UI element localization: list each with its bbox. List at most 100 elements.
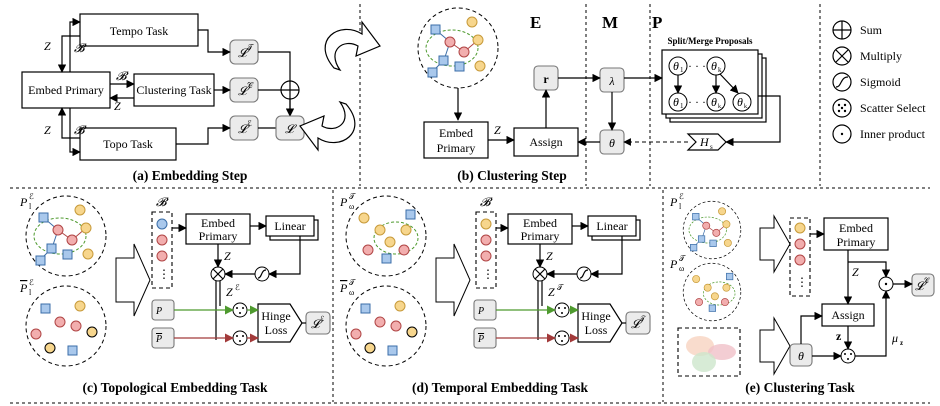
thetak2: θ — [737, 95, 743, 109]
header-e: E — [530, 13, 541, 32]
svg-text:⋮: ⋮ — [796, 275, 808, 289]
scatter-node-d-pos — [554, 302, 570, 318]
hs-sub: s — [710, 143, 713, 151]
arrow-c — [115, 243, 151, 317]
caption-c: (c) Topological Embedding Task — [83, 380, 268, 395]
p-neg-d-sup: 𝒯 — [349, 278, 357, 287]
p-w-e-sub: ω — [679, 264, 684, 273]
p-neg-box-d-label: P — [477, 334, 484, 345]
p-l-e-sup: ℰ — [679, 192, 684, 201]
loss-e-c-sup: ℰ — [320, 315, 324, 323]
thetak-top: θ — [711, 59, 717, 73]
p-neg-c-sub: l — [29, 288, 32, 297]
b-c: 𝓑 — [156, 195, 169, 209]
theta1-bot: θ — [673, 95, 679, 109]
caption-a: (a) Embedding Step — [133, 168, 248, 183]
p-neg-d: P — [339, 281, 348, 295]
embed-e-2: Primary — [837, 235, 876, 249]
hs-label: H — [699, 135, 710, 149]
z-e-c-sup: ℰ — [235, 283, 240, 292]
theta-e: θ — [798, 349, 804, 363]
caption-d: (d) Temporal Embedding Task — [412, 380, 588, 395]
p-l-e: P — [669, 195, 678, 209]
loss-t-d-sup: 𝒯 — [640, 315, 647, 323]
b-label-top: 𝓑 — [74, 41, 87, 55]
clustering-step: E M P Embed Primary Assign Z r λ θ Split… — [417, 7, 781, 183]
graph-cluster-icon — [417, 7, 499, 89]
p-l-e-sub: l — [679, 202, 682, 211]
clustering-task-box — [133, 73, 215, 107]
lambda-label: λ — [608, 74, 614, 88]
b-label-bot: 𝓑 — [74, 123, 87, 137]
linear-d: Linear — [596, 219, 627, 233]
linear-c: Linear — [274, 219, 305, 233]
p-w-e-sup: 𝒯 — [679, 254, 687, 263]
z-e-c: Z — [226, 285, 233, 299]
topo-task-box — [79, 127, 177, 161]
z-t-d-sup: 𝒯 — [557, 283, 565, 292]
cycle-arrows-icon — [299, 20, 381, 152]
clustering-task-label: Clustering Task — [136, 83, 211, 97]
embed-primary-b-2: Primary — [437, 141, 476, 155]
z-d: Z — [546, 249, 553, 263]
embed-c-1: Embed — [201, 216, 235, 230]
batch-c — [151, 211, 173, 289]
thetak-top-sub: k — [718, 66, 722, 74]
svg-text:⋮: ⋮ — [482, 267, 494, 281]
legend-inner: Inner product — [860, 127, 926, 141]
p-pos-box-d-label: P — [477, 306, 484, 317]
embed-primary-box-b — [423, 121, 489, 159]
graph-positive-c — [25, 195, 107, 277]
batch-d — [475, 211, 497, 289]
p-pos-c-sub: l — [29, 202, 32, 211]
p-neg-c-sup: ℰ — [29, 278, 34, 287]
hinge-c-1: Hinge — [261, 309, 290, 323]
p-neg-box-c-label: P — [155, 334, 162, 345]
arrow-e-top — [759, 214, 791, 274]
mu-e: μ — [891, 331, 898, 345]
graph-positive-d — [345, 195, 427, 277]
batch-e — [789, 217, 811, 297]
z-label-b: Z — [494, 123, 501, 137]
proposals-dots-bot: · · · — [688, 95, 706, 109]
p-pos-d-sup: 𝒯 — [349, 192, 357, 201]
loss-c-sup: 𝒞 — [247, 81, 254, 90]
proposals-dots-top: · · · — [688, 59, 706, 73]
thetak1-sub: k₁ — [718, 104, 723, 110]
z-label-mid: Z — [114, 99, 121, 113]
graph-negative-c — [25, 285, 107, 367]
graph-negative-d — [345, 285, 427, 367]
b-d: 𝓑 — [480, 195, 493, 209]
loss-e-sup: ℰ — [247, 119, 252, 128]
legend-sigmoid: Sigmoid — [860, 75, 901, 89]
legend-multiply: Multiply — [860, 49, 902, 63]
svg-text:⋮: ⋮ — [158, 267, 170, 281]
p-neg-c: P — [19, 281, 28, 295]
scatter-node-e — [840, 348, 856, 364]
sigmoid-icon — [832, 72, 852, 92]
theta1-top-sub: 1 — [680, 66, 684, 74]
embedding-step: Tempo Task Embed Primary Clustering Task… — [21, 13, 305, 183]
p-neg-d-sub: ω — [349, 288, 354, 297]
embed-e-1: Embed — [839, 221, 873, 235]
embed-box-c — [185, 213, 251, 245]
theta1-top: θ — [673, 59, 679, 73]
mu-e-sub: z — [900, 339, 903, 347]
z-c: Z — [224, 249, 231, 263]
image-patch-e — [677, 327, 741, 377]
hinge-d-2: Loss — [585, 323, 608, 337]
zz-e: z — [836, 329, 842, 343]
embed-c-2: Primary — [199, 229, 238, 243]
embed-primary-b-1: Embed — [439, 126, 473, 140]
hinge-d-1: Hinge — [581, 309, 610, 323]
r-label: r — [543, 72, 549, 86]
legend-scatter: Scatter Select — [860, 101, 926, 115]
clustering-task: P l ℰ P ω 𝒯 ⋮ Embed Primary Assign Z 𝓛 𝒞 — [669, 192, 935, 395]
theta-label: θ — [609, 136, 615, 150]
header-m: M — [602, 13, 618, 32]
thetak2-sub: k₂ — [744, 104, 749, 110]
embed-d-2: Primary — [521, 229, 560, 243]
topo-task-label: Topo Task — [103, 137, 153, 151]
p-w-e: P — [669, 257, 678, 271]
